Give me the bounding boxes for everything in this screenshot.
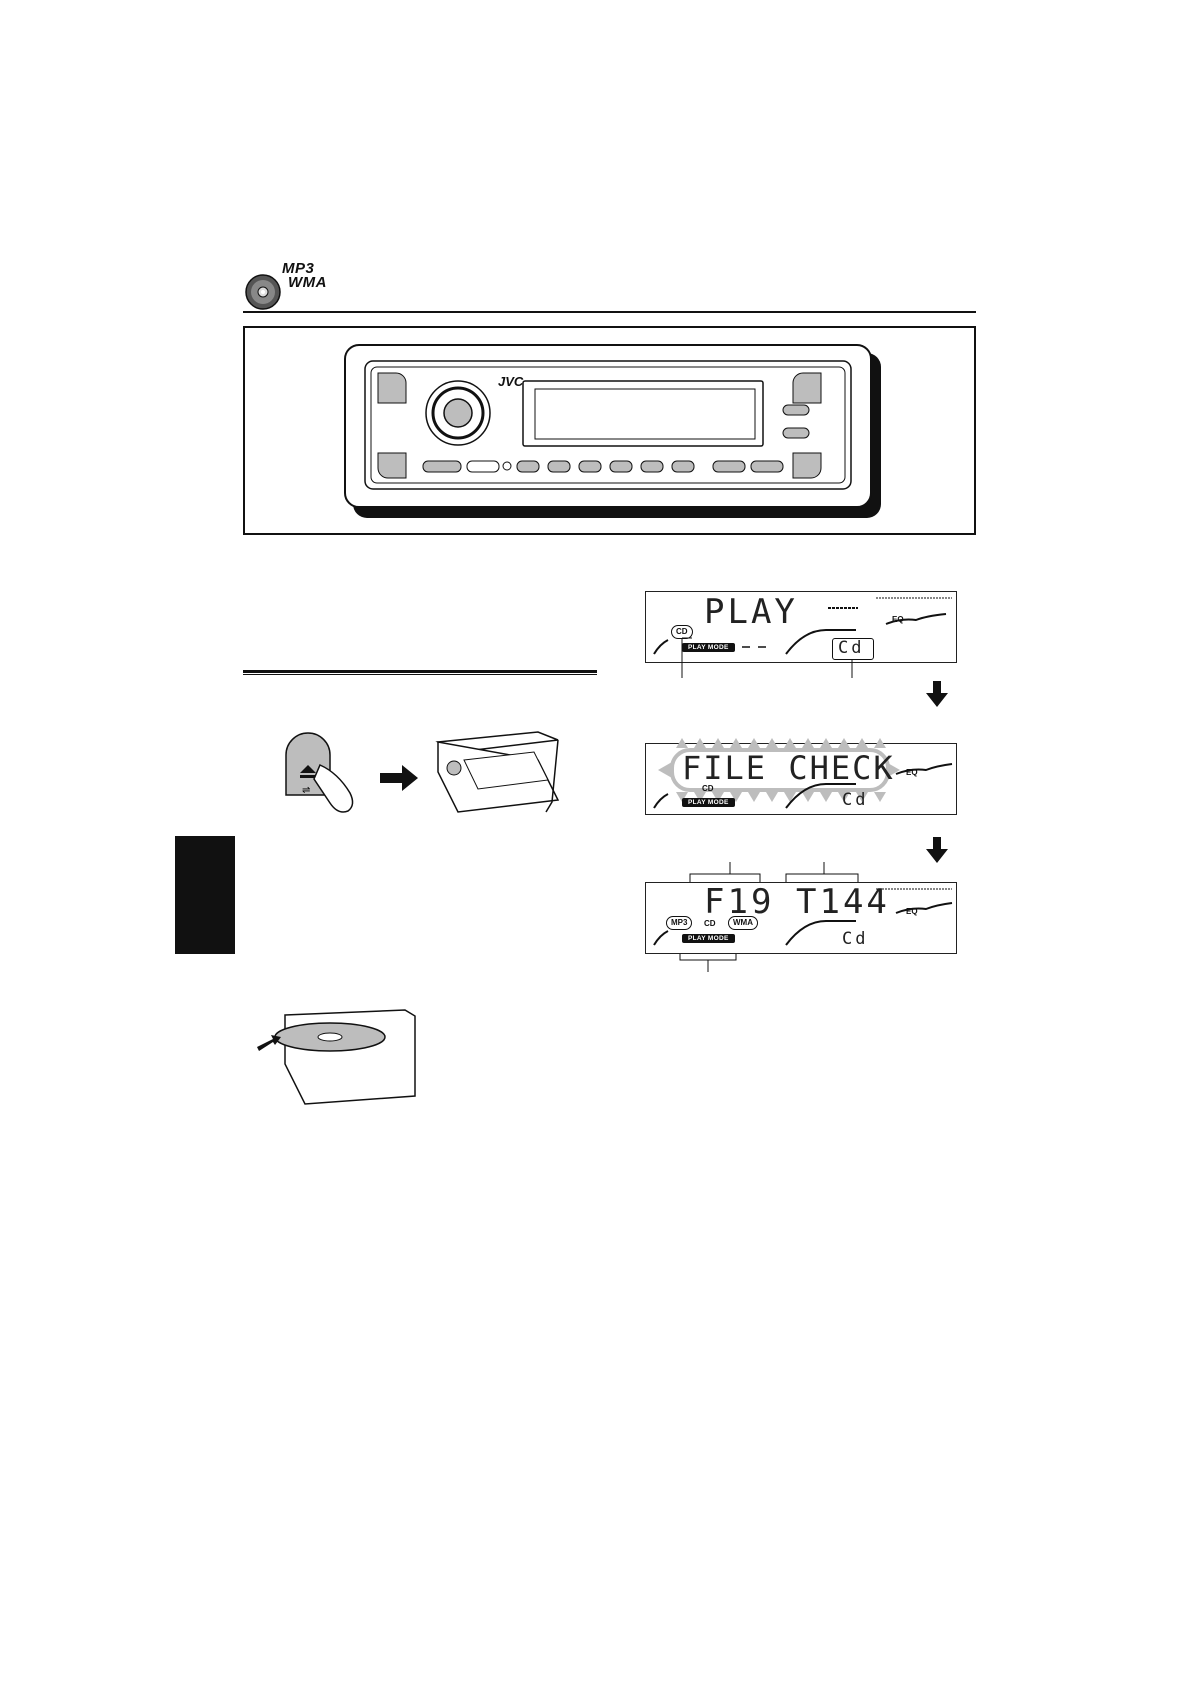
panel-brand-logo: JVC [498,374,524,389]
cd-indicator: CD [704,919,716,928]
down-arrow-icon [926,681,948,712]
play-mode-indicator: PLAY MODE [682,934,735,943]
section-tab [175,836,235,954]
down-arrow-icon [926,837,948,868]
play-mode-callout [679,954,737,972]
cd-indicator: CD [702,784,714,793]
display-folder-track: F19 T144 MP3 CD WMA PLAY MODE EQ Cd [645,882,957,954]
display-play-callouts [681,637,853,678]
source-code: Cd [842,929,869,949]
section-divider [243,670,597,675]
source-code: Cd [842,790,869,810]
eject-button-illustration: ⇌ [280,725,390,820]
display-main-text: PLAY [704,592,798,632]
display-segment-decoration [653,597,952,655]
eq-indicator: EQ [906,907,918,916]
source-code: Cd [838,638,865,658]
blink-burst-decoration [653,738,953,809]
wma-indicator: WMA [728,916,758,930]
folder-track-callouts [689,862,859,884]
logo-line-mp3: MP3 [282,260,315,277]
display-play: PLAY CD PLAY MODE EQ Cd [645,591,957,663]
mp3-wma-logo-text: MP3 WMA [282,260,327,291]
disc-insertion-illustration [255,1005,435,1110]
play-mode-indicator: PLAY MODE [682,643,735,652]
play-mode-indicator: PLAY MODE [682,798,735,807]
eq-indicator: EQ [906,768,918,777]
display-file-check: FILE CHECK CD PLAY MODE EQ Cd [645,738,957,815]
control-panel-frame [243,326,976,535]
display-segment-decoration [653,888,953,946]
mp3-indicator: MP3 [666,916,693,930]
svg-text:⇌: ⇌ [302,785,310,796]
right-arrow-icon [380,763,420,798]
track-number: T144 [796,882,890,922]
header-rule [243,311,976,313]
folder-number: F19 [704,882,775,922]
eq-indicator: EQ [892,615,904,624]
source-code-box [832,638,874,660]
display-main-text: FILE CHECK [682,749,895,787]
panel-open-illustration [428,722,568,827]
mp3-wma-disc-icon [243,262,333,310]
logo-line-wma: WMA [288,274,327,291]
control-panel-illustration [343,343,883,526]
